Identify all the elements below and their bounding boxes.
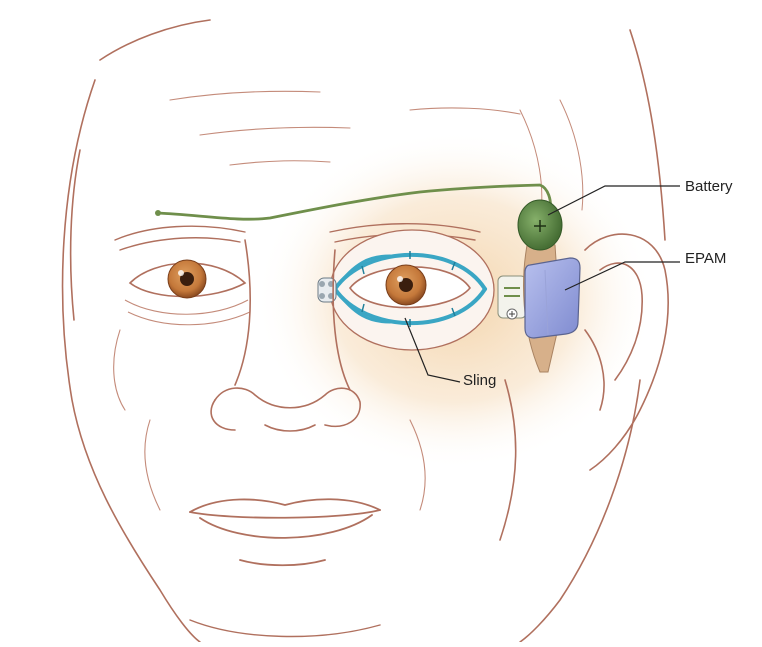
sling-label: Sling xyxy=(463,372,496,389)
battery-label: Battery xyxy=(685,178,733,195)
epam-device xyxy=(525,258,580,338)
right-eye xyxy=(330,230,494,350)
chin xyxy=(190,620,380,636)
connector xyxy=(498,276,526,319)
wire-tip xyxy=(155,210,161,216)
left-eye xyxy=(125,260,250,325)
epam-label: EPAM xyxy=(685,250,726,267)
mouth xyxy=(190,499,380,565)
battery-icon xyxy=(518,200,562,250)
